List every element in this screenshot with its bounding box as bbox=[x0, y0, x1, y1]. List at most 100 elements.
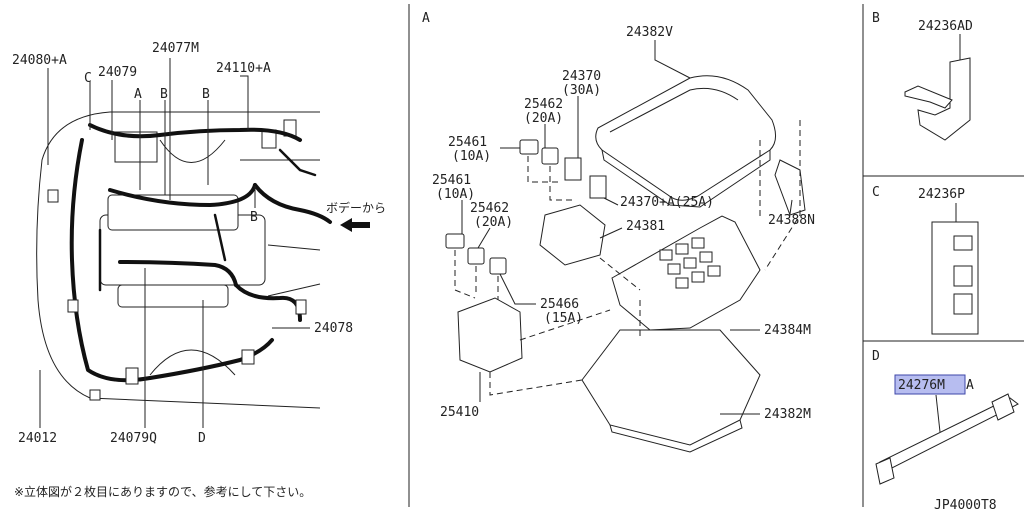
grid-cell-1 bbox=[659, 249, 673, 261]
slot-3 bbox=[953, 293, 973, 315]
grid-cell-4 bbox=[667, 263, 681, 275]
section-label-a: A bbox=[422, 11, 430, 26]
callout-d: D bbox=[198, 431, 206, 446]
label-24080a: 24080+A bbox=[12, 53, 67, 68]
callout-b1: B bbox=[160, 87, 168, 102]
dash-3 bbox=[454, 250, 476, 299]
leader-25462b bbox=[477, 227, 491, 249]
cover-edge bbox=[609, 87, 739, 133]
connector-b2 bbox=[125, 367, 139, 385]
harness-right bbox=[234, 283, 302, 322]
strut-upper bbox=[159, 139, 226, 163]
label-24079: 24079 bbox=[98, 65, 137, 80]
label-24370a: 24370+A(25A) bbox=[620, 195, 714, 210]
label-25462b-rating: (20A) bbox=[474, 215, 513, 230]
label-25462a: 25462 bbox=[524, 97, 563, 112]
section-a-leaders bbox=[461, 40, 793, 415]
tray-skirt bbox=[609, 419, 743, 453]
label-24276m: 24276M bbox=[898, 378, 945, 393]
label-25410: 25410 bbox=[440, 405, 479, 420]
label-24382v: 24382V bbox=[626, 25, 673, 40]
body-outline bbox=[36, 111, 321, 409]
label-24012: 24012 bbox=[18, 431, 57, 446]
bracket-24236ad bbox=[917, 57, 971, 141]
tray-24382m bbox=[581, 329, 761, 446]
body-from-label: ボデーから bbox=[326, 200, 386, 215]
fuse-box-cover bbox=[595, 75, 776, 201]
label-24370-rating: (30A) bbox=[562, 83, 601, 98]
connector-l2 bbox=[67, 299, 79, 313]
section-label-d: D bbox=[872, 349, 880, 364]
leader-25466 bbox=[499, 273, 536, 305]
label-25466-rating: (15A) bbox=[544, 311, 583, 326]
harness-to-body bbox=[253, 183, 332, 224]
relay-box-grid bbox=[659, 237, 721, 289]
label-25461b-rating: (10A) bbox=[436, 187, 475, 202]
fuse-25466 bbox=[489, 257, 507, 275]
grid-cell-7 bbox=[675, 277, 689, 289]
callout-a: A bbox=[134, 87, 142, 102]
arrow-left-icon bbox=[340, 218, 370, 232]
left-leaders bbox=[39, 58, 310, 428]
dash-9 bbox=[764, 120, 801, 271]
bracket-24388n bbox=[774, 159, 806, 216]
callout-c: C bbox=[84, 71, 92, 86]
leader-24370a bbox=[603, 197, 619, 206]
grid-cell-5 bbox=[683, 257, 697, 269]
fuse-25461-upper bbox=[519, 139, 539, 155]
harness-branch-3 bbox=[278, 148, 317, 177]
dash-7 bbox=[519, 309, 611, 341]
strut-lower bbox=[149, 349, 236, 376]
slot-2 bbox=[953, 265, 973, 287]
connector-b1 bbox=[241, 349, 255, 365]
label-25461a-rating: (10A) bbox=[452, 149, 491, 164]
label-24276m-suffix: A bbox=[966, 378, 974, 393]
leader-24381 bbox=[599, 227, 623, 239]
harness-engine bbox=[118, 260, 238, 287]
leader-24382v bbox=[654, 40, 691, 79]
fuse-25461-lower bbox=[445, 233, 465, 249]
relay-24370 bbox=[564, 157, 582, 181]
cover-skirt bbox=[601, 149, 771, 208]
dash-1 bbox=[527, 156, 560, 183]
intake bbox=[107, 194, 239, 231]
dash-8 bbox=[489, 372, 583, 396]
fuse-block-24381 bbox=[539, 204, 606, 266]
callout-b2: B bbox=[202, 87, 210, 102]
engine-lower bbox=[117, 284, 229, 308]
fuse-25462-lower bbox=[467, 247, 485, 265]
harness-24276m-end bbox=[875, 457, 895, 485]
leader-24388n bbox=[789, 199, 793, 215]
note-text: ※立体図が２枚目にありますので、参考にして下さい。 bbox=[14, 484, 311, 499]
section-label-c: C bbox=[872, 185, 880, 200]
bracket-24236ad-arm bbox=[904, 85, 953, 109]
label-25462a-rating: (20A) bbox=[524, 111, 563, 126]
grid-cell-2 bbox=[675, 243, 689, 255]
label-24388n: 24388N bbox=[768, 213, 815, 228]
label-25466: 25466 bbox=[540, 297, 579, 312]
label-24382m: 24382M bbox=[764, 407, 811, 422]
body-line-2 bbox=[267, 244, 321, 251]
slot-1 bbox=[953, 235, 973, 251]
harness-mid bbox=[108, 183, 257, 207]
connector-r3 bbox=[295, 299, 307, 315]
label-24079q: 24079Q bbox=[110, 431, 157, 446]
leader-24110a bbox=[240, 75, 249, 130]
grid-cell-9 bbox=[707, 265, 721, 277]
label-24236ad: 24236AD bbox=[918, 19, 973, 34]
fuse-holder-25410 bbox=[457, 297, 523, 373]
label-25461a: 25461 bbox=[448, 135, 487, 150]
harness-branch-2 bbox=[213, 213, 227, 262]
dash-6 bbox=[599, 257, 641, 291]
connector-l1 bbox=[47, 189, 59, 203]
section-label-b: B bbox=[872, 11, 880, 26]
label-25462b: 25462 bbox=[470, 201, 509, 216]
drawing-code: JP4000T8 bbox=[934, 498, 997, 511]
label-24381: 24381 bbox=[626, 219, 665, 234]
relay-24370a bbox=[589, 175, 607, 199]
highlight-24276m bbox=[894, 374, 966, 395]
grid-cell-3 bbox=[691, 237, 705, 249]
callout-b3: B bbox=[250, 210, 258, 225]
label-24384m: 24384M bbox=[764, 323, 811, 338]
